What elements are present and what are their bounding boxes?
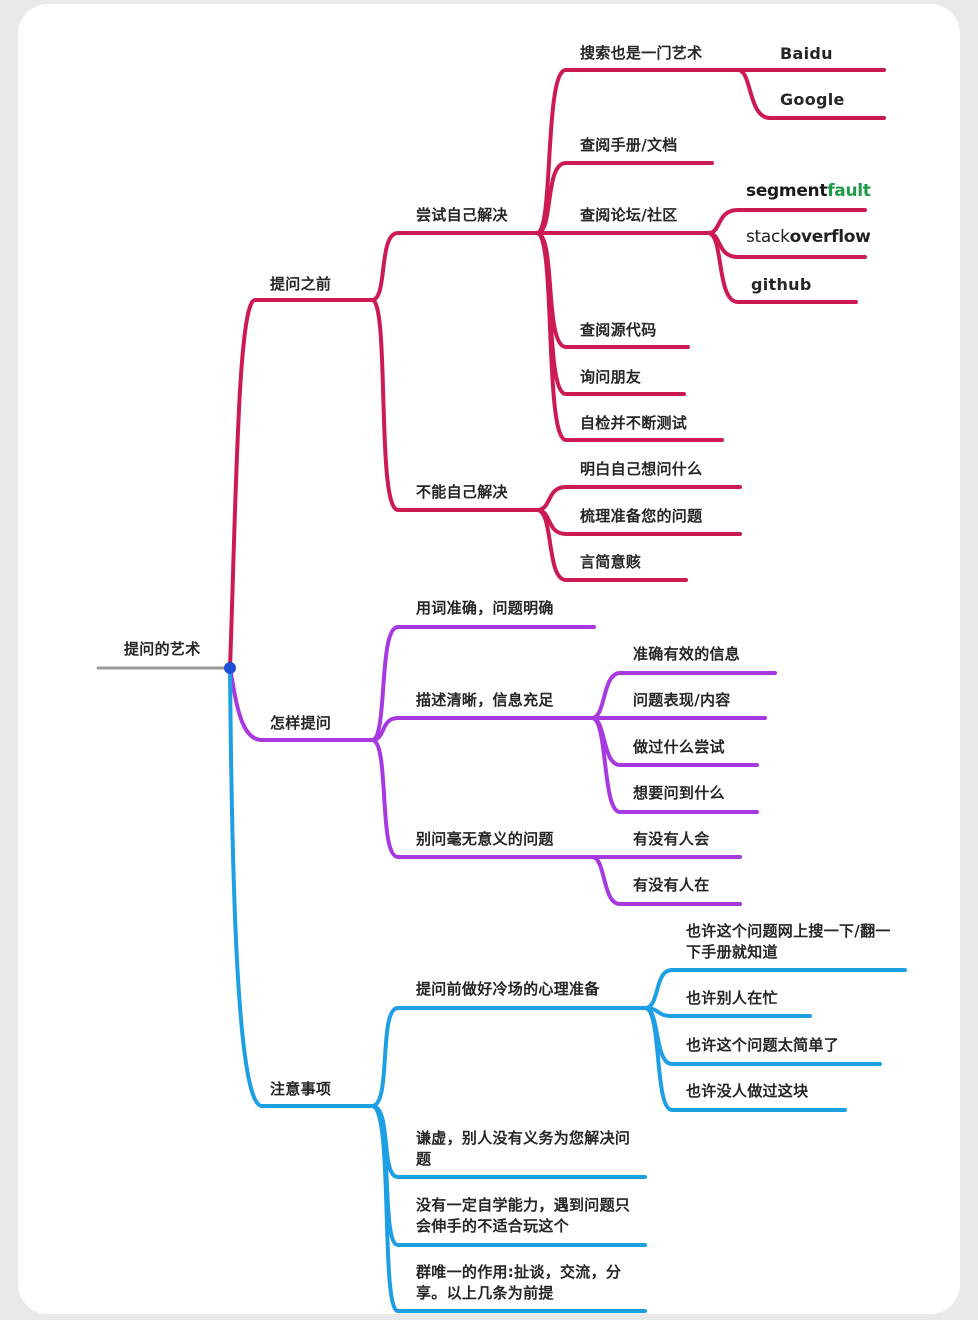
node-anyone-there: 有没有人在 <box>633 876 710 894</box>
node-ask-friends: 询问朋友 <box>580 368 642 386</box>
root-node-dot <box>224 662 236 674</box>
node-tried: 做过什么尝试 <box>633 738 725 756</box>
node-try-solve: 尝试自己解决 <box>416 206 508 224</box>
node-meaningless: 别问毫无意义的问题 <box>416 830 554 848</box>
node-concise: 言简意赅 <box>580 553 642 571</box>
branch-blue-lines <box>228 666 907 1313</box>
node-self-learning: 没有一定自学能力，遇到问题只会伸手的不适合玩这个 <box>416 1196 631 1235</box>
node-humble: 谦虚，别人没有义务为您解决问题 <box>416 1129 631 1168</box>
node-prepare-question: 梳理准备您的问题 <box>580 507 703 525</box>
node-search-first: 也许这个问题网上搜一下/翻一下手册就知道 <box>686 922 891 961</box>
node-nobody-did: 也许没人做过这块 <box>686 1082 809 1100</box>
node-source-code: 查阅源代码 <box>580 321 657 339</box>
node-baidu: Baidu <box>780 44 833 63</box>
node-github: github <box>751 275 812 294</box>
segmentfault-logo: segmentfault <box>746 181 871 201</box>
stackoverflow-logo: stackoverflow <box>746 227 871 247</box>
branch-how-to-ask: 怎样提问 <box>270 714 332 732</box>
node-wording: 用词准确，问题明确 <box>416 599 554 617</box>
branch-red-lines <box>228 68 886 670</box>
node-anyone-know: 有没有人会 <box>633 830 710 848</box>
node-group-purpose: 群唯一的作用:扯谈，交流，分享。以上几条为前提 <box>416 1263 622 1302</box>
node-symptom: 问题表现/内容 <box>633 691 731 709</box>
node-want-ask: 想要问到什么 <box>633 784 725 802</box>
node-search-art: 搜索也是一门艺术 <box>580 44 703 62</box>
node-google: Google <box>780 90 845 109</box>
node-too-simple: 也许这个问题太简单了 <box>686 1036 840 1054</box>
branch-purple-lines <box>228 625 777 906</box>
branch-notes: 注意事项 <box>270 1080 332 1098</box>
node-cold-response: 提问前做好冷场的心理准备 <box>416 980 600 998</box>
node-forum: 查阅论坛/社区 <box>580 206 678 224</box>
node-accurate-info: 准确有效的信息 <box>633 645 741 663</box>
branch-before-asking: 提问之前 <box>270 275 332 293</box>
node-know-question: 明白自己想问什么 <box>580 460 703 478</box>
node-manual: 查阅手册/文档 <box>580 136 678 154</box>
node-self-check: 自检并不断测试 <box>580 414 688 432</box>
mindmap-card <box>18 4 960 1314</box>
root-label: 提问的艺术 <box>124 640 201 658</box>
node-cannot-solve: 不能自己解决 <box>416 483 508 501</box>
node-describe: 描述清晰，信息充足 <box>416 691 554 709</box>
node-busy: 也许别人在忙 <box>686 989 778 1007</box>
